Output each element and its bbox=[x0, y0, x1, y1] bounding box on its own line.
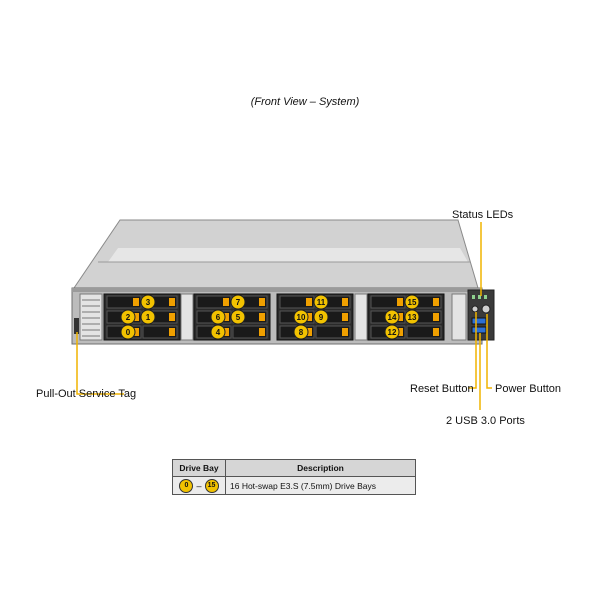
usb-port[interactable] bbox=[471, 317, 487, 325]
drive-tray[interactable] bbox=[142, 325, 178, 339]
bay-number-badge bbox=[140, 294, 156, 310]
left-vent bbox=[79, 293, 103, 341]
bay-number-badge bbox=[120, 309, 136, 325]
description-cell: 16 Hot-swap E3.S (7.5mm) Drive Bays bbox=[225, 476, 416, 495]
usb-ports-label: 2 USB 3.0 Ports bbox=[446, 415, 525, 427]
status-led bbox=[472, 295, 475, 299]
pull-out-tag[interactable] bbox=[74, 318, 79, 334]
bay-number-label: 4 bbox=[216, 328, 221, 337]
bay-number-label: 12 bbox=[388, 328, 397, 337]
bay-number-label: 0 bbox=[126, 328, 131, 337]
bay-number-label: 3 bbox=[146, 298, 151, 307]
bay-number-badge bbox=[140, 309, 156, 325]
bay-number-badge bbox=[293, 309, 309, 325]
bay-number-badge bbox=[210, 324, 226, 340]
drive-latch[interactable] bbox=[342, 313, 348, 321]
bay-number-badge bbox=[210, 309, 226, 325]
bay-number-label: 13 bbox=[408, 313, 417, 322]
chassis-seam bbox=[108, 248, 468, 262]
bay-number-badge bbox=[230, 294, 246, 310]
bay-number-badge bbox=[404, 309, 420, 325]
bay-number-label: 5 bbox=[236, 313, 241, 322]
drive-tray[interactable] bbox=[315, 325, 351, 339]
drive-latch[interactable] bbox=[133, 298, 139, 306]
drive-latch[interactable] bbox=[433, 313, 439, 321]
bay-number-label: 9 bbox=[319, 313, 324, 322]
bay-number-badge bbox=[384, 309, 400, 325]
bay-number-label: 10 bbox=[297, 313, 306, 322]
status-led bbox=[484, 295, 487, 299]
bay-number-badge bbox=[120, 324, 136, 340]
usb-port[interactable] bbox=[471, 326, 487, 334]
drive-bay-cell: 0 – 15 bbox=[172, 476, 226, 495]
drive-latch[interactable] bbox=[169, 298, 175, 306]
drive-latch[interactable] bbox=[433, 298, 439, 306]
power-button[interactable] bbox=[481, 304, 491, 314]
drive-latch[interactable] bbox=[306, 313, 312, 321]
drive-latch[interactable] bbox=[223, 328, 229, 336]
drive-latch[interactable] bbox=[133, 328, 139, 336]
separator-vent bbox=[180, 293, 194, 341]
range-dash: – bbox=[196, 480, 202, 491]
bay-number-badge bbox=[404, 294, 420, 310]
drive-latch[interactable] bbox=[259, 298, 265, 306]
bay-number-label: 1 bbox=[146, 313, 151, 322]
reset-button-label: Reset Button bbox=[410, 383, 474, 395]
header-description: Description bbox=[225, 459, 416, 477]
bay-number-label: 15 bbox=[408, 298, 417, 307]
pull-out-tag-label: Pull-Out Service Tag bbox=[36, 388, 137, 400]
bay-start-badge: 0 bbox=[179, 478, 194, 493]
caption: (Front View – System) bbox=[250, 96, 360, 108]
header-drive-bay: Drive Bay bbox=[172, 459, 226, 477]
table-row: 0 – 15 16 Hot-swap E3.S (7.5mm) Drive Ba… bbox=[172, 476, 416, 495]
drive-latch[interactable] bbox=[223, 298, 229, 306]
drive-latch[interactable] bbox=[342, 328, 348, 336]
power-button-label: Power Button bbox=[495, 383, 562, 395]
drive-tray[interactable] bbox=[406, 325, 442, 339]
bay-number-badge bbox=[230, 309, 246, 325]
drive-bay-table: Drive Bay Description 0 – 15 16 Hot-swap… bbox=[172, 459, 416, 495]
drive-latch[interactable] bbox=[133, 313, 139, 321]
bay-number-label: 11 bbox=[317, 298, 326, 307]
bay-number-badge bbox=[293, 324, 309, 340]
callout-lines bbox=[76, 222, 492, 410]
drive-latch[interactable] bbox=[433, 328, 439, 336]
status-led bbox=[478, 295, 481, 299]
separator-vent bbox=[354, 293, 368, 341]
drive-latch[interactable] bbox=[223, 313, 229, 321]
drive-latch[interactable] bbox=[397, 298, 403, 306]
drive-latch[interactable] bbox=[306, 328, 312, 336]
bay-end-badge: 15 bbox=[204, 478, 219, 493]
bay-number-label: 14 bbox=[388, 313, 397, 322]
bay-number-label: 7 bbox=[236, 298, 241, 307]
bay-number-label: 2 bbox=[126, 313, 131, 322]
drive-latch[interactable] bbox=[397, 328, 403, 336]
right-vent bbox=[451, 293, 467, 341]
control-panel bbox=[467, 289, 495, 341]
drive-tray[interactable] bbox=[232, 325, 268, 339]
drive-latch[interactable] bbox=[259, 328, 265, 336]
drive-latch[interactable] bbox=[169, 328, 175, 336]
bay-number-label: 8 bbox=[299, 328, 304, 337]
bay-number-badge bbox=[384, 324, 400, 340]
status-leds-label: Status LEDs bbox=[452, 209, 514, 221]
drive-latch[interactable] bbox=[169, 313, 175, 321]
bay-number-badge bbox=[313, 294, 329, 310]
drive-latch[interactable] bbox=[306, 298, 312, 306]
drive-latch[interactable] bbox=[397, 313, 403, 321]
drive-latch[interactable] bbox=[259, 313, 265, 321]
bay-number-label: 6 bbox=[216, 313, 221, 322]
drive-latch[interactable] bbox=[342, 298, 348, 306]
bay-number-badge bbox=[313, 309, 329, 325]
reset-button[interactable] bbox=[471, 305, 479, 313]
